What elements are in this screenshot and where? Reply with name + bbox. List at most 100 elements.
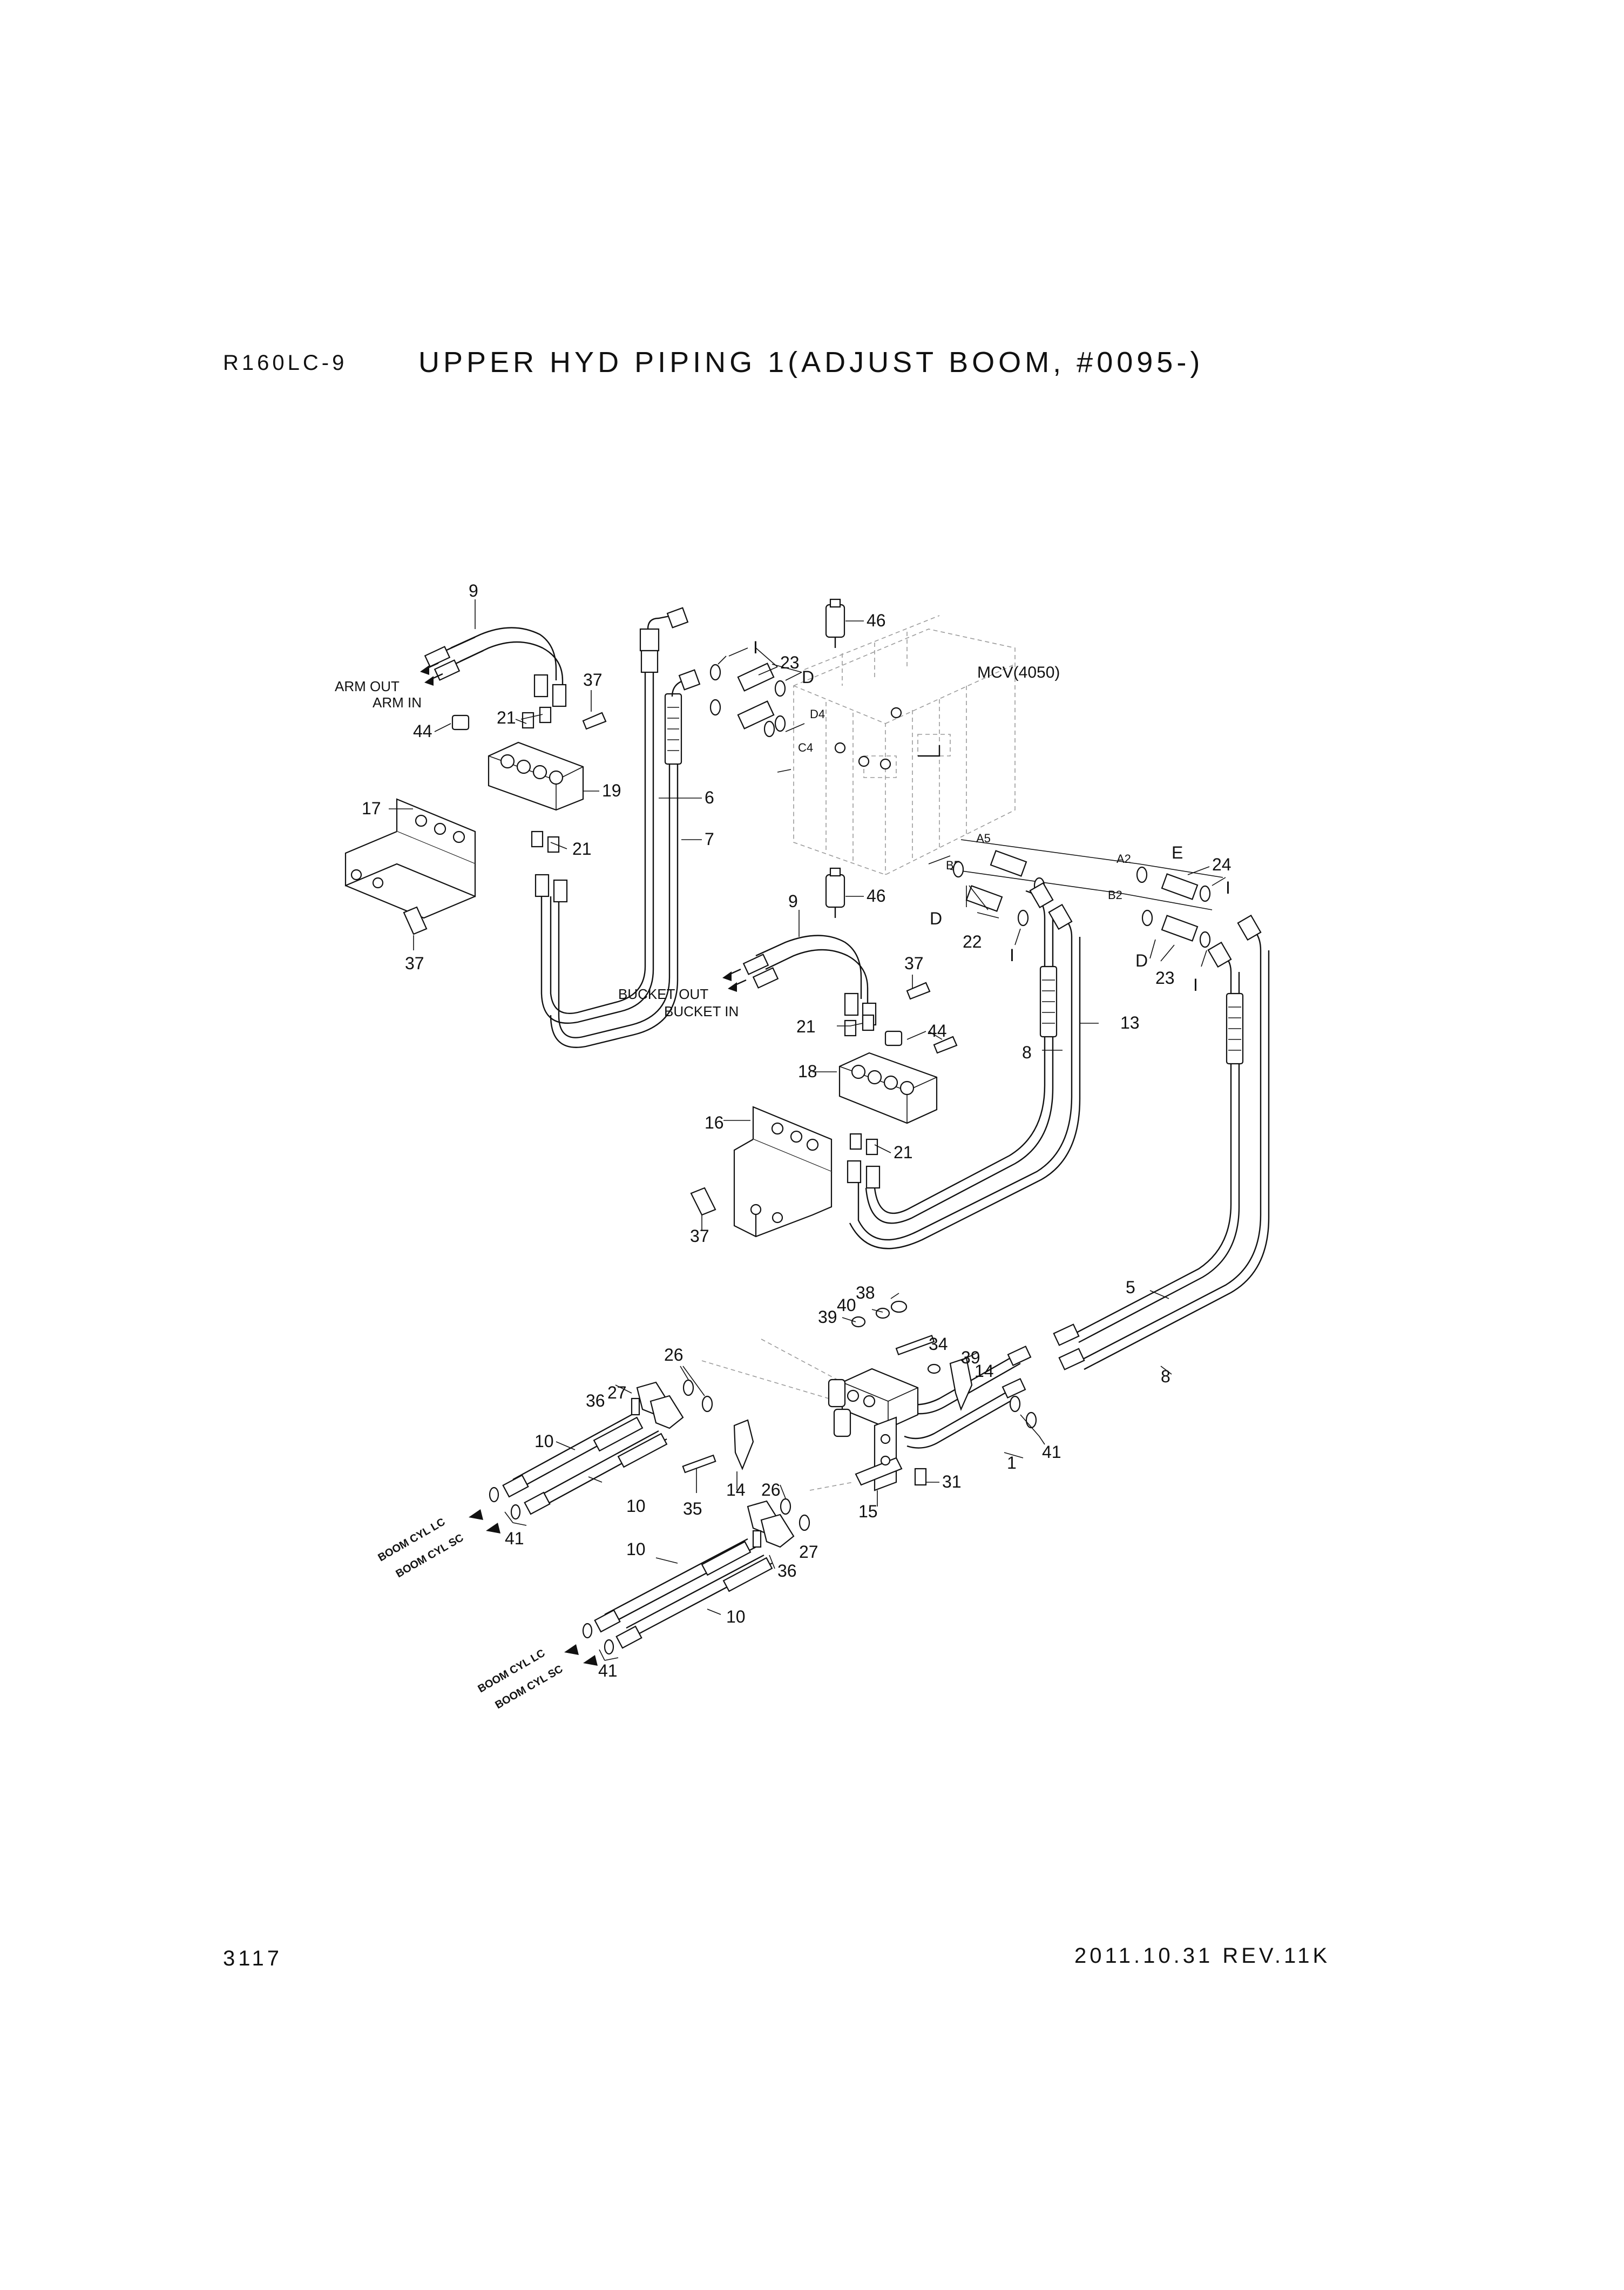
callout: 14	[975, 1361, 994, 1381]
callout: I	[753, 638, 758, 657]
manifold-block	[488, 741, 599, 811]
callout: 26	[761, 1480, 781, 1499]
callout: 37	[690, 1226, 709, 1246]
callout: 23	[1155, 968, 1175, 988]
mounting-bracket	[723, 1106, 833, 1238]
revision-date: 2011.10.31 REV.11K	[1074, 1944, 1331, 1968]
fitting-set	[682, 1293, 941, 1493]
callout: 21	[894, 1143, 913, 1162]
fitting-set	[403, 690, 607, 950]
callout: 10	[534, 1431, 554, 1451]
callout: 46	[867, 886, 886, 906]
callout: 21	[796, 1017, 816, 1036]
callout: 39	[818, 1307, 837, 1327]
callout: 37	[904, 954, 924, 973]
callout: 7	[705, 829, 714, 849]
callout: 10	[626, 1496, 646, 1516]
callout: 10	[626, 1539, 646, 1559]
port-label: A2	[1116, 852, 1131, 866]
boom-junction-block	[701, 1339, 919, 1507]
callout: 41	[505, 1529, 524, 1548]
callout: 16	[705, 1113, 724, 1132]
callout: 37	[583, 670, 603, 690]
callout: 17	[362, 799, 381, 818]
clamp-plate	[733, 1352, 978, 1490]
callout: 21	[497, 708, 516, 727]
callout: D	[930, 909, 942, 928]
callout: D	[802, 667, 814, 687]
page-title: UPPER HYD PIPING 1(ADJUST BOOM, #0095-)	[418, 346, 1204, 379]
bucket-tube-pair	[847, 882, 1099, 1249]
callout: 37	[405, 954, 424, 973]
callout: 26	[664, 1345, 684, 1364]
port-label-arm-in: ARM IN	[373, 694, 422, 711]
mcv-label: MCV(4050)	[977, 664, 1060, 681]
o-ring-set	[680, 1366, 1045, 1531]
flow-arrows	[420, 662, 747, 1666]
callout: 9	[469, 581, 478, 600]
callout: 8	[1161, 1367, 1170, 1386]
port-fittings-lower	[952, 850, 1226, 967]
callout: 23	[780, 653, 800, 672]
arm-hose-assembly	[424, 599, 567, 707]
callout: 13	[1120, 1013, 1140, 1032]
callout: 15	[858, 1502, 878, 1521]
callout: 38	[856, 1283, 875, 1302]
callout: 14	[726, 1480, 746, 1499]
bucket-hose-assembly	[742, 910, 877, 1026]
callout: 34	[929, 1334, 948, 1354]
callout: 5	[1126, 1278, 1135, 1297]
mounting-bracket	[344, 798, 476, 919]
model-code: R160LC-9	[223, 351, 348, 375]
fitting-set	[690, 975, 958, 1231]
callout: I	[1010, 945, 1014, 965]
boom-hose-set	[489, 1381, 684, 1526]
callout: 9	[788, 891, 798, 911]
boom-tube-pair	[1053, 914, 1270, 1375]
callout: 21	[572, 839, 592, 859]
callout-labels: 9 46 I 23 D 37 21 44 19 17 6 21 7 37 46 …	[362, 581, 1231, 1680]
callout: 1	[1007, 1453, 1017, 1472]
callout: E	[1172, 843, 1183, 862]
port-label: C4	[798, 741, 813, 754]
port-label: B2	[1108, 888, 1122, 902]
callout: I	[1226, 878, 1230, 897]
main-control-valve	[777, 615, 1223, 910]
callout: 18	[798, 1062, 817, 1081]
relief-valve	[825, 598, 864, 648]
callout: I	[1193, 975, 1198, 995]
callout: 44	[413, 721, 432, 741]
callout: 22	[963, 932, 982, 951]
port-label: A5	[976, 832, 991, 845]
callout: 40	[837, 1295, 856, 1315]
callout: 27	[799, 1542, 818, 1562]
port-fittings-upper	[709, 647, 802, 738]
manifold-block	[813, 1052, 938, 1124]
callout: 10	[726, 1607, 746, 1626]
callout: 31	[942, 1472, 962, 1491]
callout: 41	[1042, 1442, 1061, 1462]
callout: 35	[683, 1499, 702, 1518]
relief-valve	[825, 867, 864, 918]
callout: 24	[1212, 855, 1231, 874]
callout: 44	[928, 1021, 947, 1041]
arm-tube-pair	[534, 607, 702, 1048]
callout: 41	[598, 1661, 618, 1680]
callout: D	[1135, 951, 1148, 970]
callout: 46	[867, 611, 886, 630]
callout: 36	[586, 1391, 605, 1410]
callout: 36	[777, 1561, 797, 1580]
callout: 19	[602, 781, 621, 800]
port-label-arm-out: ARM OUT	[335, 678, 400, 694]
port-label-bucket-in: BUCKET IN	[664, 1003, 739, 1019]
callout: 6	[705, 788, 714, 807]
callout: 39	[961, 1348, 980, 1367]
port-label: D4	[810, 707, 825, 721]
port-label-bucket-out: BUCKET OUT	[618, 986, 708, 1002]
boom-hose-set	[582, 1500, 795, 1661]
callout: 27	[607, 1383, 627, 1402]
callout: 8	[1022, 1043, 1032, 1062]
page-number: 3117	[223, 1947, 283, 1970]
